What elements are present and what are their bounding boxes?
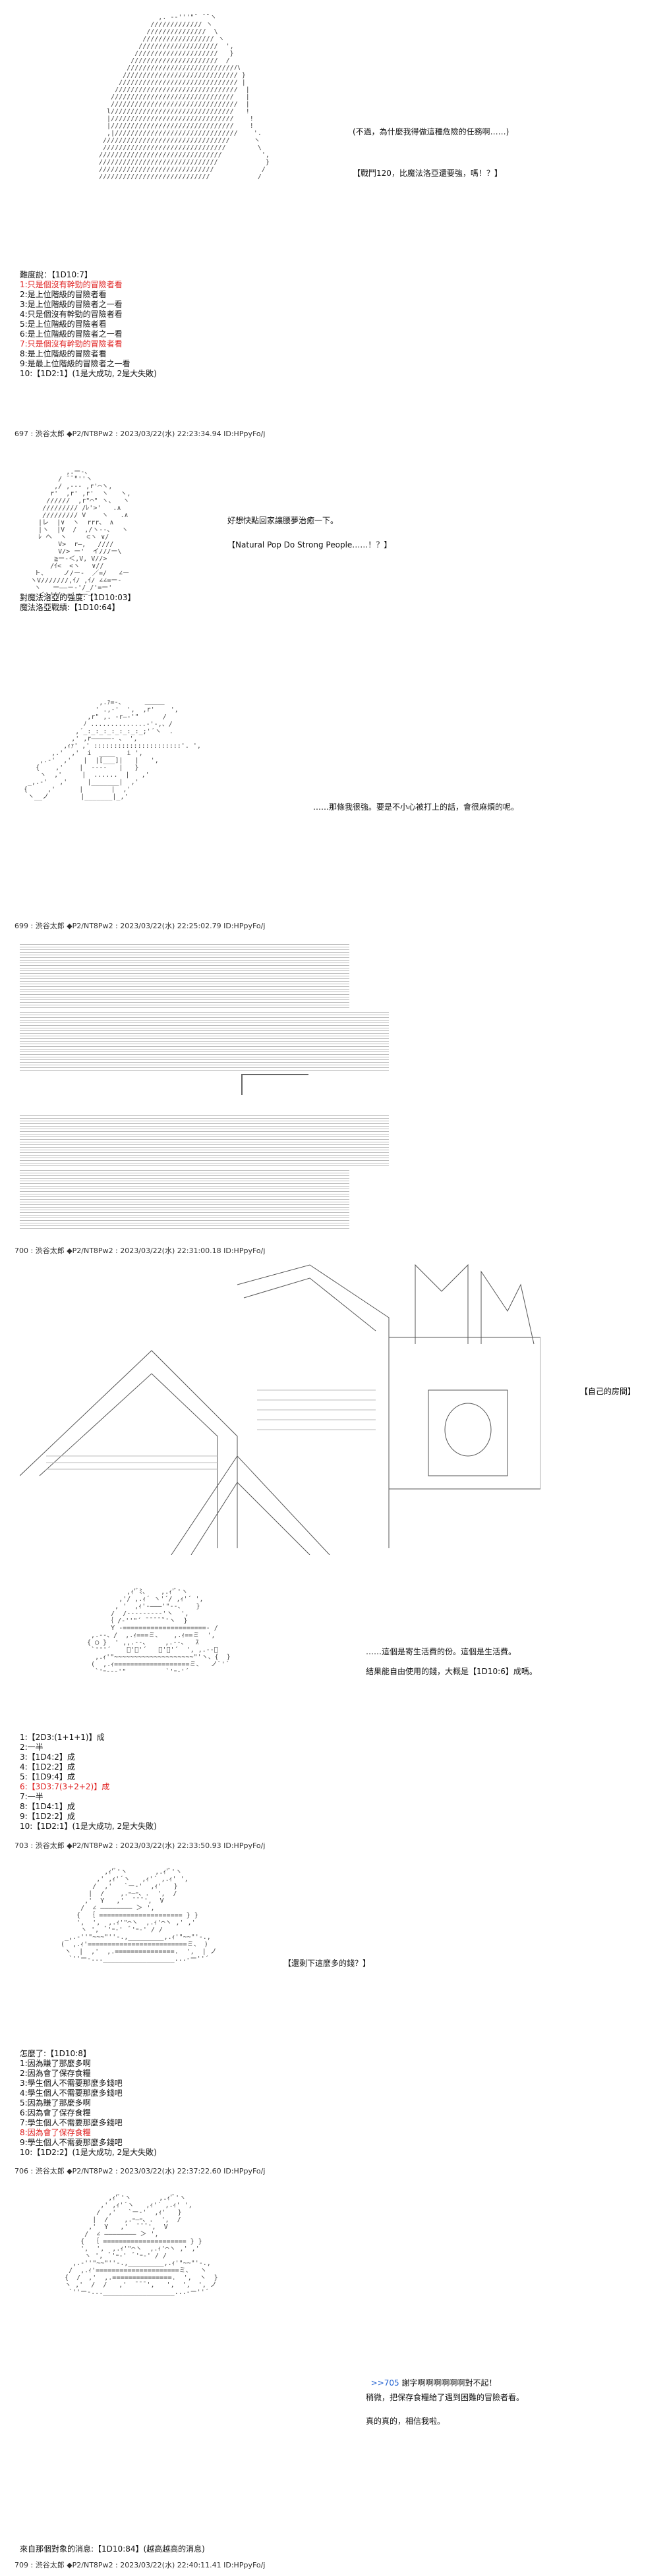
- speech-line: 稍微，把保存食糧給了遇到困難的冒險者看。: [366, 2393, 525, 2402]
- list-item: 6:因為會了保存食糧: [20, 2108, 91, 2117]
- list-item: 9:【1D2:2】成: [20, 1812, 75, 1821]
- speech-line: ……這個是寄生活費的份。這個是生活費。: [366, 1647, 517, 1656]
- scene-bracket: [241, 1074, 308, 1095]
- reply-link[interactable]: >>705: [370, 2378, 399, 2388]
- speech-line: ……那條我很強。要是不小心被打上的話，會很麻煩的呢。: [313, 802, 519, 812]
- list-item: 3:學生個人不需要那麼多錢吧: [20, 2079, 123, 2088]
- list-item: 3:【1D4:2】成: [20, 1752, 75, 1762]
- list-item: 2:一半: [20, 1743, 44, 1752]
- scene-background-1: [20, 942, 349, 1008]
- post-header: 709 : 渋谷太郎 ◆P2/NT8Pw2 : 2023/03/22(水) 22…: [15, 2561, 266, 2569]
- post-header: 706 : 渋谷太郎 ◆P2/NT8Pw2 : 2023/03/22(水) 22…: [15, 2167, 266, 2175]
- ascii-art-character-2: ,.ー-、 / ̄ ̄ ̄"''ヽ ,/ ,--‐ ,r'⌒ヽ, r' ,r' …: [30, 468, 131, 599]
- list-item: 6:是上位階級的冒險者之一看: [20, 329, 123, 339]
- list-item: 5:【1D9:4】成: [20, 1772, 75, 1781]
- list-item: 1:【2D3:(1+1+1)】成: [20, 1733, 105, 1742]
- list-item: 7:學生個人不需要那麼多錢吧: [20, 2118, 123, 2127]
- ascii-art-character-3: ,.ｧ=-、 ＿＿＿ ' .,-' ', ,r' ', ,r" ,. -r―‐'…: [24, 699, 201, 800]
- stat-line: 對魔法洛亞的強度:【1D10:03】: [20, 593, 136, 602]
- dice-title: 怎麼了:【1D10:8】: [20, 2049, 91, 2058]
- speech-line: 真的真的，相信我啦。: [366, 2417, 446, 2426]
- post-header: 700 : 渋谷太郎 ◆P2/NT8Pw2 : 2023/03/22(水) 22…: [15, 1246, 266, 1255]
- speech-line: (不過，為什麼我得做這種危險的任務啊……): [353, 127, 509, 136]
- list-item: 9:是最上位階級的冒險者之一看: [20, 359, 131, 368]
- ascii-art-character-1: ,. -‐'''"¨ ̄ ̄`ヽ ///////////// ヽ ///////…: [99, 14, 270, 181]
- speech-line: 結果能自由使用的錢，大概是【1D10:6】成嗎。: [366, 1667, 537, 1676]
- list-item: 5:因為賺了那麼多啊: [20, 2098, 91, 2108]
- scene-background-4: [20, 1169, 349, 1229]
- list-item: 4:學生個人不需要那麼多錢吧: [20, 2088, 123, 2098]
- room-drawing: [19, 1264, 541, 1555]
- speech-line: 【戰鬥120，比魔法洛亞還要強，嗎！？】: [353, 169, 502, 178]
- list-item: 10:【1D2:1】(1是大成功, 2是大失敗): [20, 369, 157, 378]
- list-item: 1:只是個沒有幹勁的冒險者看: [20, 280, 123, 289]
- speech-line: >>705 謝字啊啊啊啊啊啊對不起！: [366, 2368, 497, 2388]
- room-scene: [19, 1258, 541, 1555]
- scene-background-3: [20, 1113, 389, 1166]
- list-item: 8:因為會了保存食糧: [20, 2128, 91, 2137]
- option-list-1: 1:只是個沒有幹勁的冒險者看 2:是上位階級的冒險者看 3:是上位階級的冒險者之…: [20, 280, 157, 379]
- list-item: 2:因為會了保存食糧: [20, 2069, 91, 2078]
- list-item: 8:是上位階級的冒險者看: [20, 349, 107, 358]
- list-item: 9:學生個人不需要那麼多錢吧: [20, 2138, 123, 2147]
- speech-line: 【Natural Pop Do Strong People……！？】: [227, 540, 392, 549]
- ascii-art-character-4: ,ｨ'ﾞﾐ、 ,.ｨ'ﾞ'ヽ ,'/ ,.ｨ´ ヽ'´/ ,ｨ'´ ', , '…: [87, 1588, 231, 1675]
- option-list-3: 1:因為賺了那麼多啊 2:因為會了保存食糧 3:學生個人不需要那麼多錢吧 4:學…: [20, 2059, 157, 2158]
- list-item: 4:只是個沒有幹勁的冒險者看: [20, 310, 123, 319]
- footer-stat: 來自那個對象的消息:【1D10:84】(越高越高的消息): [20, 2544, 205, 2554]
- list-item: 6:【3D3:7(3+2+2)】成: [20, 1782, 110, 1791]
- list-item: 3:是上位階級的冒險者之一看: [20, 300, 123, 309]
- speech-line: 【還剩下這麼多的錢？】: [283, 1959, 371, 1968]
- option-list-2: 1:【2D3:(1+1+1)】成 2:一半 3:【1D4:2】成 4:【1D2:…: [20, 1733, 157, 1832]
- list-item: 2:是上位階級的冒險者看: [20, 290, 107, 299]
- post-header: 703 : 渋谷太郎 ◆P2/NT8Pw2 : 2023/03/22(水) 22…: [15, 1841, 266, 1850]
- list-item: 7:只是個沒有幹勁的冒險者看: [20, 339, 123, 349]
- list-item: 7:一半: [20, 1792, 44, 1801]
- post-header: 697 : 渋谷太郎 ◆P2/NT8Pw2 : 2023/03/22(水) 22…: [15, 430, 266, 438]
- list-item: 4:【1D2:2】成: [20, 1762, 75, 1772]
- list-item: 8:【1D4:1】成: [20, 1802, 75, 1811]
- ascii-art-character-5: ,ｨ'ﾞ'ヽ ,.ｨ'ﾞ'ヽ ,' ,ｨ'´ヽ ,ｨ'´ ,.ｨ' ', / ,…: [61, 1868, 217, 1963]
- list-item: 1:因為賺了那麼多啊: [20, 2059, 91, 2068]
- dice-title: 難度說：【1D10:7】: [20, 270, 92, 279]
- stat-line: 魔法洛亞戰績:【1D10:64】: [20, 603, 120, 612]
- location-label: 【自己的房間】: [580, 1387, 636, 1396]
- ascii-art-character-6: ,ｨ'ﾞ'ヽ ,.ｨ'ﾞ'ヽ ,' ,ｨ'´ヽ ,ｨ'´ ,.ｨ' ', / ,…: [65, 2195, 218, 2296]
- speech-text: 謝字啊啊啊啊啊啊對不起！: [399, 2378, 497, 2388]
- scene-background-2: [20, 1011, 389, 1071]
- speech-line: 好想快點回家讓腰夢治癒一下。: [227, 516, 339, 525]
- list-item: 10:【1D2:1】(1是大成功, 2是大失敗): [20, 1822, 157, 1831]
- list-item: 10:【1D2:2】(1是大成功, 2是大失敗): [20, 2148, 157, 2157]
- list-item: 5:是上位階級的冒險者看: [20, 320, 107, 329]
- post-header: 699 : 渋谷太郎 ◆P2/NT8Pw2 : 2023/03/22(水) 22…: [15, 922, 266, 930]
